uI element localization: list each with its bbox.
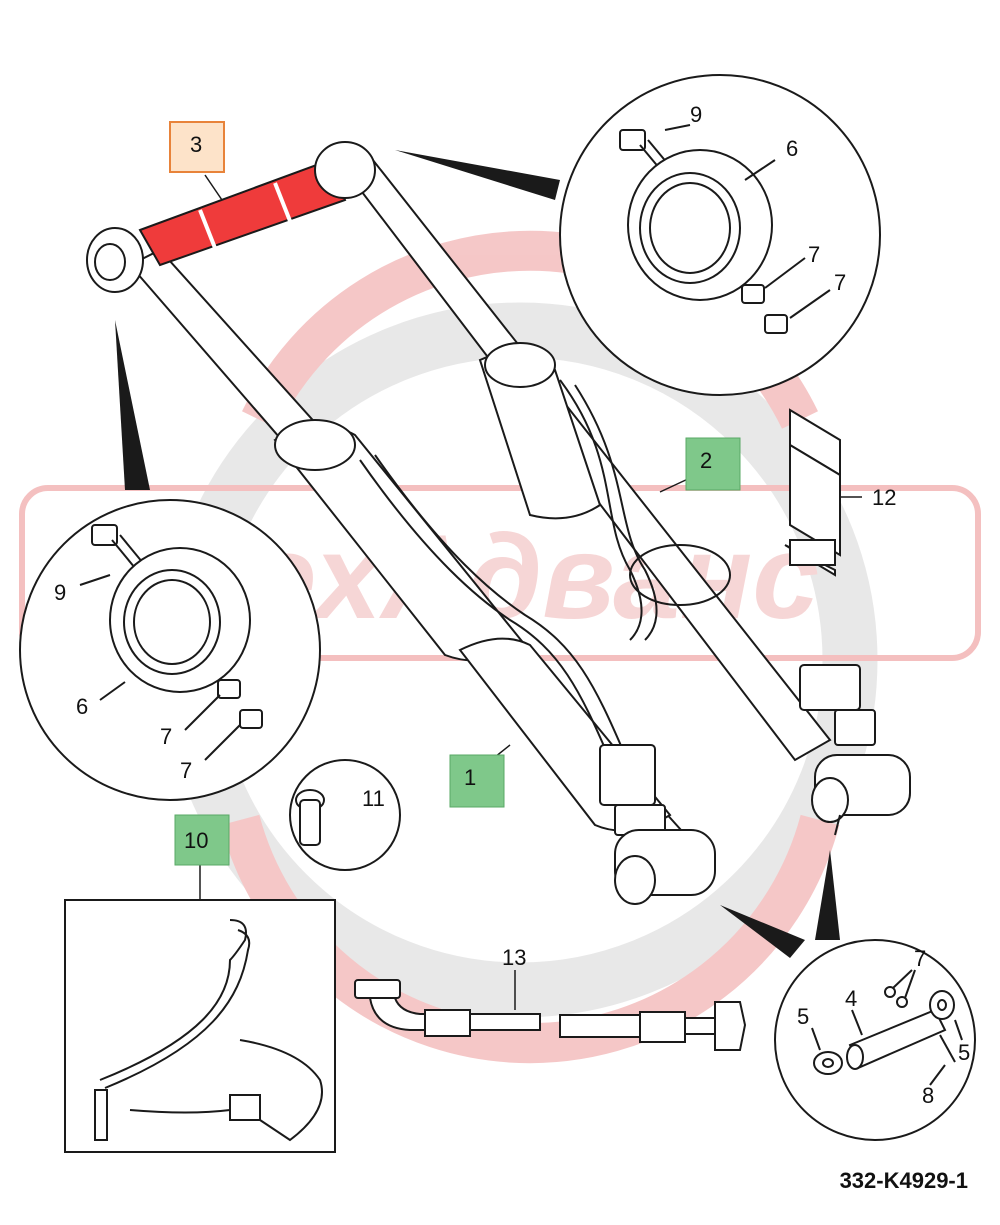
fitting-7-pin-b[interactable] bbox=[896, 996, 908, 1008]
fitting-7-left-b[interactable] bbox=[239, 709, 263, 729]
cylinder-1[interactable] bbox=[128, 248, 716, 905]
callout-7-pin: 7 bbox=[914, 946, 926, 971]
hose-13[interactable] bbox=[354, 979, 747, 1051]
bushing-6-top[interactable] bbox=[627, 149, 773, 301]
callout-8: 8 bbox=[922, 1083, 934, 1108]
callout-4: 4 bbox=[845, 986, 857, 1011]
pin-4[interactable] bbox=[846, 1008, 947, 1070]
fitting-7-top-b[interactable] bbox=[764, 314, 788, 334]
detail-harness-10 bbox=[64, 899, 336, 1153]
bushing-6-left[interactable] bbox=[109, 547, 251, 693]
callout-9-left: 9 bbox=[54, 580, 66, 605]
bolt-8[interactable] bbox=[939, 1034, 956, 1063]
callout-7-top-a: 7 bbox=[808, 242, 820, 267]
cross-tube-3[interactable] bbox=[138, 158, 347, 267]
callout-1[interactable]: 1 bbox=[449, 754, 505, 808]
callout-5-left: 5 bbox=[797, 1004, 809, 1029]
fitting-7-pin-a[interactable] bbox=[884, 986, 896, 998]
detail-bushing-top bbox=[559, 74, 881, 396]
callout-6-left: 6 bbox=[76, 694, 88, 719]
callout-9-top: 9 bbox=[690, 102, 702, 127]
callout-2-label: 2 bbox=[700, 448, 712, 473]
bolt-11[interactable] bbox=[295, 789, 325, 846]
callout-7-top-b: 7 bbox=[834, 270, 846, 295]
pivot-bushing-right[interactable] bbox=[314, 141, 376, 199]
detail-bolt-11 bbox=[289, 759, 401, 871]
cylinder-2[interactable] bbox=[327, 149, 911, 836]
callout-3[interactable]: 3 bbox=[169, 121, 225, 173]
cylinder-assembly bbox=[86, 141, 911, 905]
bolt-9-left[interactable] bbox=[91, 524, 144, 569]
callout-5-right: 5 bbox=[958, 1040, 970, 1065]
detail-pin-4 bbox=[774, 939, 976, 1141]
callout-10-label: 10 bbox=[184, 828, 208, 853]
bracket-12[interactable] bbox=[784, 408, 841, 577]
callout-numbers: 9 6 7 7 12 9 6 7 7 11 13 7 4 5 5 8 bbox=[54, 102, 970, 1108]
bolt-9-top[interactable] bbox=[619, 129, 674, 176]
zoom-pointers bbox=[115, 150, 840, 958]
callout-6-top: 6 bbox=[786, 136, 798, 161]
callout-7-left-b: 7 bbox=[180, 758, 192, 783]
fitting-7-left-a[interactable] bbox=[217, 679, 241, 699]
harness-10[interactable] bbox=[94, 919, 323, 1142]
callout-1-label: 1 bbox=[464, 765, 476, 790]
washer-5-left[interactable] bbox=[813, 1051, 843, 1075]
callout-2[interactable]: 2 bbox=[685, 437, 741, 491]
washer-5-right[interactable] bbox=[929, 990, 955, 1020]
fitting-7-top-a[interactable] bbox=[741, 284, 765, 304]
detail-bushing-left bbox=[19, 499, 321, 801]
callout-12: 12 bbox=[872, 485, 896, 510]
pivot-bushing-left[interactable] bbox=[86, 227, 144, 293]
callout-7-left-a: 7 bbox=[160, 724, 172, 749]
callout-3-label: 3 bbox=[190, 132, 202, 157]
callout-13: 13 bbox=[502, 945, 526, 970]
drawing-code: 332-K4929-1 bbox=[840, 1168, 968, 1193]
callout-11: 11 bbox=[362, 786, 385, 811]
callout-10[interactable]: 10 bbox=[174, 814, 230, 866]
